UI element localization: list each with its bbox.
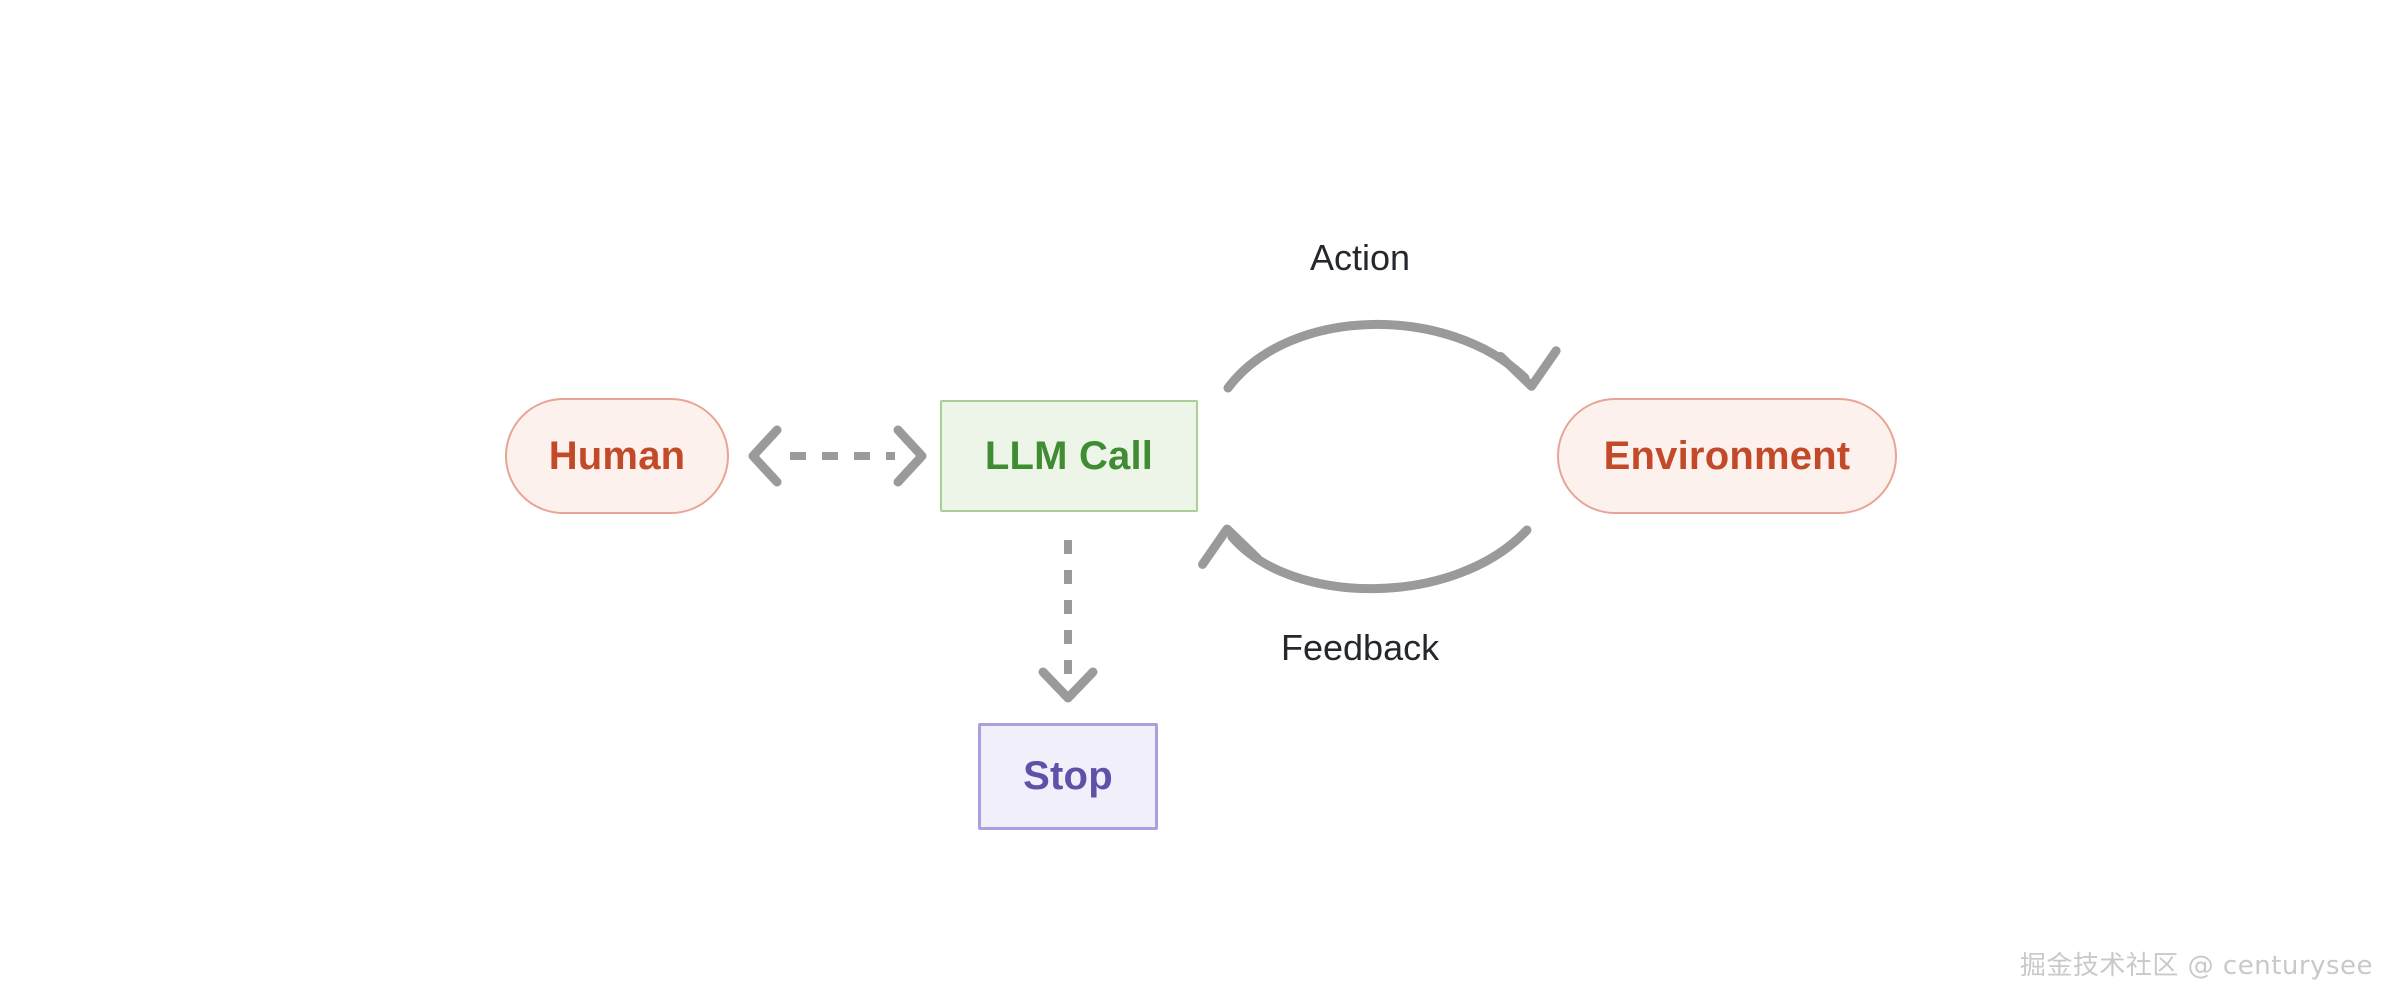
node-llm-call[interactable]: LLM Call	[940, 400, 1198, 512]
node-human-label: Human	[548, 433, 686, 478]
arrowhead-action-icon	[1496, 346, 1561, 391]
edge-action-curve	[1223, 320, 1530, 393]
edge-action	[1223, 320, 1561, 393]
node-stop-label: Stop	[1023, 754, 1113, 798]
edge-label-action: Action	[1310, 237, 1411, 278]
node-llm-call-label: LLM Call	[984, 433, 1154, 478]
watermark: 掘金技术社区 @ centurysee	[2019, 951, 2373, 981]
node-environment-label: Environment	[1603, 433, 1851, 478]
edge-label-feedback: Feedback	[1281, 627, 1440, 668]
arrowhead-left-chevron-icon	[748, 425, 782, 487]
node-stop[interactable]: Stop	[978, 723, 1158, 830]
edge-feedback-curve	[1227, 525, 1532, 594]
node-environment[interactable]: Environment	[1557, 398, 1897, 514]
edge-feedback	[1198, 524, 1532, 594]
arrowhead-feedback-icon	[1198, 524, 1262, 569]
arrowhead-right-chevron-icon	[893, 425, 927, 487]
arrowhead-down-chevron-icon	[1038, 667, 1098, 703]
node-human[interactable]: Human	[505, 398, 729, 514]
edge-human-llm-call	[748, 425, 927, 487]
edge-llm-call-stop	[1038, 540, 1098, 703]
